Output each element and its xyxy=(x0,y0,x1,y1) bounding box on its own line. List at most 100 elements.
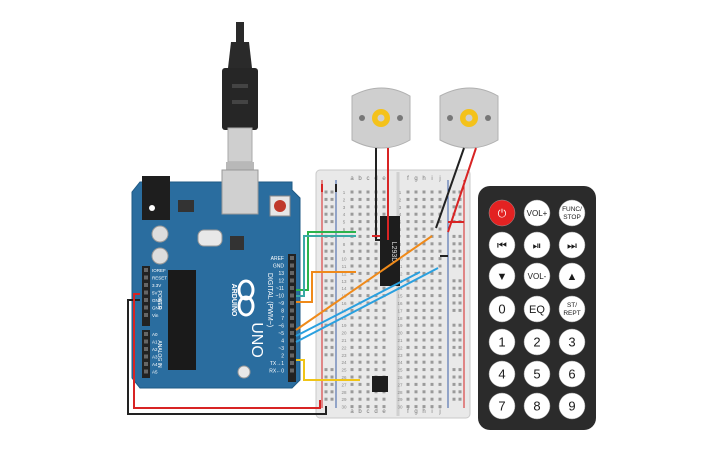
remote-button[interactable] xyxy=(488,262,516,290)
row-number: 15 xyxy=(397,294,403,299)
breadboard-hole xyxy=(406,257,410,261)
column-letter: b xyxy=(358,409,362,415)
digital-pin-label: RX←0 xyxy=(269,369,284,375)
header-pin xyxy=(144,362,148,366)
remote-button-label: 8 xyxy=(533,399,540,414)
row-number: 5 xyxy=(399,220,402,225)
power-header xyxy=(142,266,150,326)
row-number: 20 xyxy=(341,331,347,336)
remote-button[interactable] xyxy=(523,328,551,356)
remote-button[interactable] xyxy=(488,231,516,259)
digital-pin-label: ~10 xyxy=(276,294,285,300)
header-pin xyxy=(144,298,148,302)
breadboard-hole xyxy=(358,220,362,224)
header-pin xyxy=(144,332,148,336)
remote-button[interactable] xyxy=(558,328,586,356)
breadboard-hole xyxy=(422,212,426,216)
breadboard-hole xyxy=(382,323,386,327)
breadboard-hole xyxy=(438,301,442,305)
remote-button[interactable] xyxy=(523,199,551,227)
row-number: 14 xyxy=(341,286,347,291)
rail-hole xyxy=(452,234,456,238)
breadboard-hole xyxy=(358,257,362,261)
breadboard-hole xyxy=(430,227,434,231)
breadboard-hole xyxy=(358,271,362,275)
remote-button[interactable] xyxy=(558,199,586,227)
header-pin xyxy=(290,368,294,373)
column-letter: h xyxy=(422,409,425,415)
row-number: 23 xyxy=(341,353,347,358)
breadboard-hole xyxy=(374,360,378,364)
reset-button xyxy=(274,200,286,212)
remote-button[interactable] xyxy=(488,392,516,420)
column-letter: i xyxy=(431,409,432,415)
row-number: 28 xyxy=(397,390,403,395)
breadboard-hole xyxy=(406,301,410,305)
row-number: 1 xyxy=(343,190,346,195)
breadboard-hole xyxy=(438,220,442,224)
breadboard-hole xyxy=(422,242,426,246)
breadboard-hole xyxy=(422,331,426,335)
breadboard-hole xyxy=(430,345,434,349)
breadboard-hole xyxy=(406,205,410,209)
power-pin-label: IOREF xyxy=(152,268,166,273)
breadboard-hole xyxy=(358,405,362,409)
remote-button[interactable] xyxy=(523,360,551,388)
breadboard-hole xyxy=(382,308,386,312)
rail-hole xyxy=(324,375,328,379)
remote-button[interactable] xyxy=(558,360,586,388)
breadboard-hole xyxy=(438,316,442,320)
remote-button[interactable] xyxy=(523,392,551,420)
breadboard-hole xyxy=(430,331,434,335)
remote-button[interactable] xyxy=(523,295,551,323)
breadboard-hole xyxy=(438,338,442,342)
column-letter: f xyxy=(407,176,409,182)
rail-hole xyxy=(330,212,334,216)
rail-hole xyxy=(330,190,334,194)
breadboard-hole xyxy=(382,345,386,349)
breadboard-hole xyxy=(350,338,354,342)
breadboard-hole xyxy=(382,212,386,216)
breadboard-hole xyxy=(414,197,418,201)
rail-hole xyxy=(452,331,456,335)
remote-button[interactable] xyxy=(523,231,551,259)
rail-hole xyxy=(330,257,334,261)
breadboard-hole xyxy=(438,205,442,209)
atmega-chip xyxy=(168,270,196,370)
remote-button[interactable] xyxy=(558,231,586,259)
rail-hole xyxy=(330,323,334,327)
remote-button[interactable] xyxy=(488,199,516,227)
breadboard-hole xyxy=(438,264,442,268)
breadboard-hole xyxy=(350,227,354,231)
column-letter: g xyxy=(414,409,417,415)
remote-button[interactable] xyxy=(488,295,516,323)
remote-button[interactable] xyxy=(488,328,516,356)
remote-button[interactable] xyxy=(558,295,586,323)
breadboard-hole xyxy=(350,249,354,253)
remote-button[interactable] xyxy=(523,262,551,290)
rail-hole xyxy=(452,375,456,379)
breadboard-hole xyxy=(430,220,434,224)
breadboard-hole xyxy=(358,375,362,379)
breadboard-hole xyxy=(414,242,418,246)
breadboard-hole xyxy=(358,249,362,253)
breadboard-hole xyxy=(350,308,354,312)
ir-receiver xyxy=(372,376,388,392)
rail-hole xyxy=(458,368,462,372)
remote-button[interactable] xyxy=(558,392,586,420)
rail-hole xyxy=(330,264,334,268)
rail-hole xyxy=(458,249,462,253)
row-number: 19 xyxy=(341,323,347,328)
remote-button[interactable] xyxy=(558,262,586,290)
breadboard-hole xyxy=(382,197,386,201)
rail-hole xyxy=(324,249,328,253)
digital-pin-label: TX→1 xyxy=(270,361,284,367)
breadboard-hole xyxy=(382,331,386,335)
breadboard-hole xyxy=(430,397,434,401)
rail-hole xyxy=(324,382,328,386)
remote-button[interactable] xyxy=(488,360,516,388)
row-number: 16 xyxy=(341,301,347,306)
rail-hole xyxy=(458,294,462,298)
breadboard-hole xyxy=(350,382,354,386)
usb-port xyxy=(221,169,259,215)
